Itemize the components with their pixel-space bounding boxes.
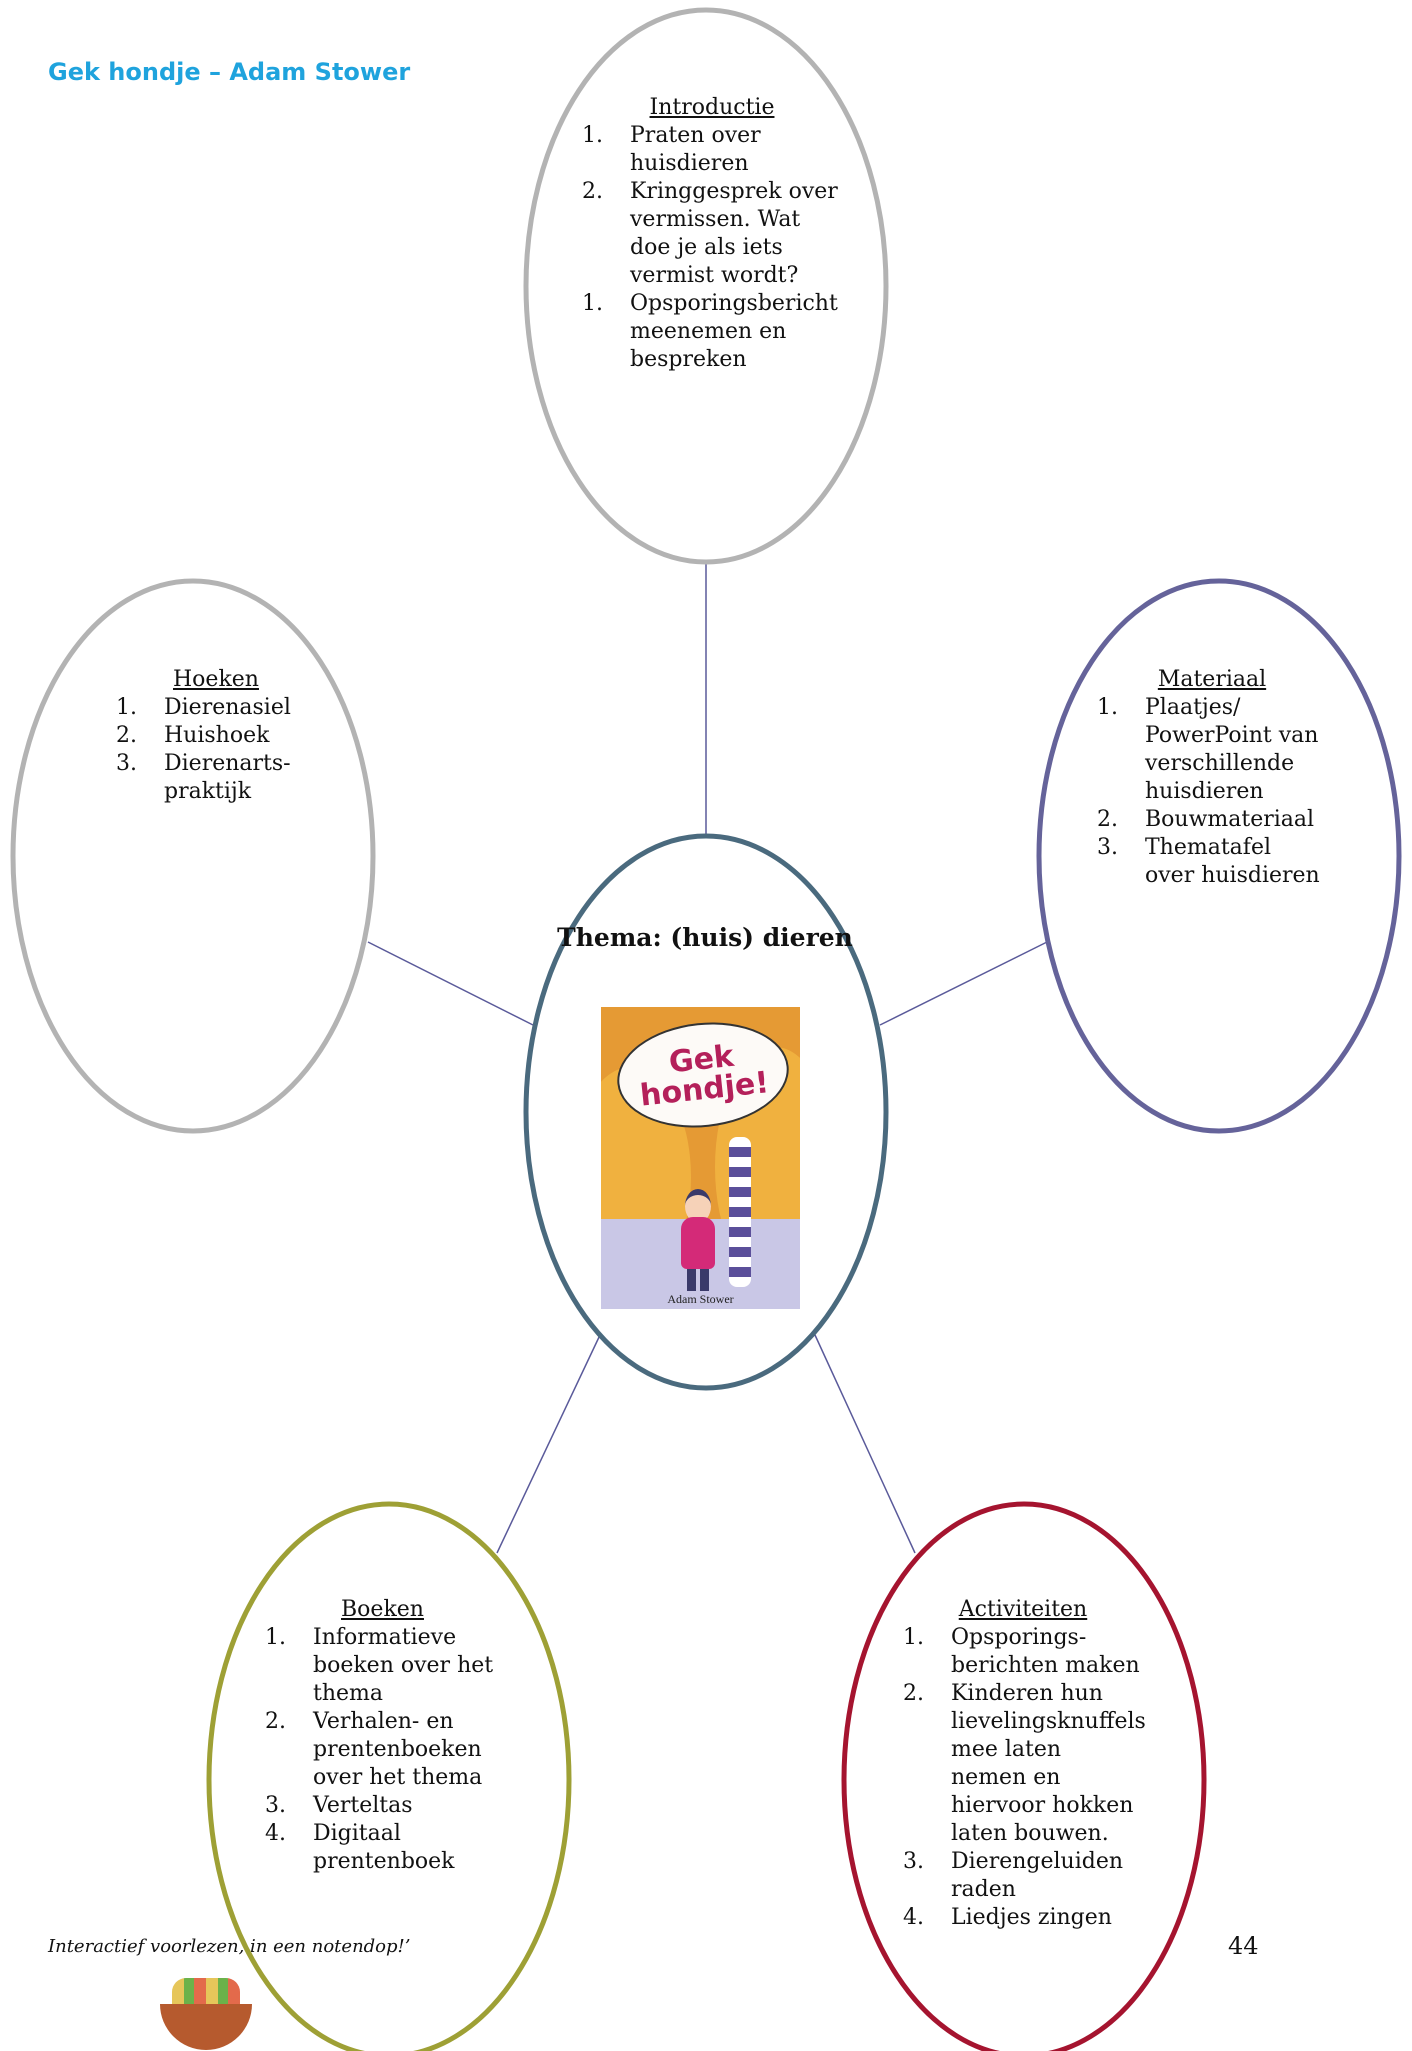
list-text: Dierengeluiden raden [951, 1849, 1124, 1902]
materiaal-text: Materiaal 1. Plaatjes/ PowerPoint van ver… [1097, 666, 1327, 890]
center-theme-title: Thema: (huis) dieren [557, 923, 853, 952]
list-item: 2. Verhalen- en prentenboeken over het th… [265, 1708, 500, 1792]
list-item: 3. Verteltas [265, 1792, 500, 1820]
hoeken-text: Hoeken 1. Dierenasiel 2. Huishoek 3. Dieren… [116, 666, 316, 806]
list-text: Bouwmateriaal [1145, 807, 1315, 832]
list-text: Opsporingsbericht meenemen en bespreken [630, 291, 838, 372]
list-number: 2. [582, 179, 603, 204]
cover-girl-body [681, 1217, 715, 1269]
hoeken-heading: Hoeken [173, 667, 259, 692]
cover-speech-text: Gek hondje! [638, 1038, 771, 1114]
list-text: Opsporings-berichten maken [951, 1625, 1140, 1678]
introductie-list: 1. Praten over huisdieren 2. Kringgesprek … [582, 122, 842, 374]
list-number: 1. [1097, 695, 1118, 720]
list-item: 1. Dierenasiel [116, 694, 316, 722]
boeken-text: Boeken 1. Informatieve boeken over het th… [265, 1596, 500, 1876]
connector-materiaal [879, 941, 1048, 1026]
list-number: 1. [582, 123, 603, 148]
list-number: 2. [116, 723, 137, 748]
list-text: Liedjes zingen [951, 1905, 1112, 1930]
bubble-introductie [523, 7, 889, 565]
list-number: 2. [903, 1681, 924, 1706]
activiteiten-list: 1. Opsporings-berichten maken 2. Kinderen … [903, 1624, 1146, 1932]
list-text: Praten over huisdieren [630, 123, 761, 176]
document-title: Gek hondje – Adam Stower [48, 58, 411, 86]
list-item: 3. Dierenarts-praktijk [116, 750, 291, 806]
bubble-activiteiten [841, 1501, 1207, 2051]
introductie-text: Introductie 1. Praten over huisdieren 2. K… [582, 94, 842, 374]
list-item: 1. Opsporings-berichten maken [903, 1624, 1143, 1680]
list-number: 3. [1097, 835, 1118, 860]
connector-activiteiten [814, 1334, 916, 1554]
list-item: 4. Liedjes zingen [903, 1904, 1143, 1932]
list-text: Huishoek [164, 723, 270, 748]
cover-author: Adam Stower [667, 1292, 734, 1306]
list-item: 2. Huishoek [116, 722, 316, 750]
list-text: Dierenasiel [164, 695, 291, 720]
introductie-heading: Introductie [649, 95, 775, 120]
bubble-boeken [206, 1501, 572, 2051]
page-number: 44 [1228, 1932, 1259, 1960]
list-item: 1. Informatieve boeken over het thema [265, 1624, 500, 1708]
materiaal-heading: Materiaal [1157, 667, 1267, 692]
boeken-list: 1. Informatieve boeken over het thema 2. V… [265, 1624, 500, 1876]
book-cover-image: Gek hondje! Adam Stower [601, 1007, 800, 1309]
list-item: 2. Kringgesprek over vermissen. Wat doe j… [582, 178, 842, 290]
list-number: 1. [903, 1625, 924, 1650]
list-text: Dierenarts-praktijk [164, 751, 291, 804]
connector-hoeken [367, 941, 534, 1026]
hoeken-list: 1. Dierenasiel 2. Huishoek 3. Dierenarts-pr… [116, 694, 316, 806]
cover-girl-legs [687, 1269, 709, 1291]
list-item: 1. Plaatjes/ PowerPoint van verschillende… [1097, 694, 1327, 806]
list-text: Verteltas [313, 1793, 413, 1818]
list-number: 4. [903, 1905, 924, 1930]
list-text: Verhalen- en prentenboeken over het them… [313, 1709, 483, 1790]
bubble-hoeken [10, 578, 376, 1134]
list-item: 2. Kinderen hun lievelingsknuffels mee la… [903, 1680, 1146, 1848]
list-number: 2. [1097, 807, 1118, 832]
materiaal-list: 1. Plaatjes/ PowerPoint van verschillende… [1097, 694, 1327, 890]
list-number: 1. [265, 1625, 286, 1650]
list-text: Digitaal prentenboek [313, 1821, 455, 1874]
list-number: 4. [265, 1821, 286, 1846]
connector-boeken [496, 1334, 601, 1554]
list-text: Plaatjes/ PowerPoint van verschillende h… [1145, 695, 1319, 804]
list-text: Kringgesprek over vermissen. Wat doe je … [630, 179, 838, 288]
bubble-center [523, 833, 889, 1391]
list-text: Thematafel over huisdieren [1145, 835, 1320, 888]
bubble-materiaal [1036, 578, 1402, 1134]
activiteiten-heading: Activiteiten [958, 1597, 1088, 1622]
activiteiten-text: Activiteiten 1. Opsporings-berichten make… [903, 1596, 1146, 1932]
list-number: 3. [116, 751, 137, 776]
list-number: 2. [265, 1709, 286, 1734]
list-text: Kinderen hun lievelingsknuffels mee late… [951, 1681, 1146, 1846]
list-item: 1. Praten over huisdieren [582, 122, 842, 178]
list-item: 3. Thematafel over huisdieren [1097, 834, 1327, 890]
logo-pot [160, 2004, 252, 2050]
boeken-heading: Boeken [341, 1597, 424, 1622]
list-item: 2. Bouwmateriaal [1097, 806, 1327, 834]
cover-scarf [729, 1137, 751, 1287]
list-item: 4. Digitaal prentenboek [265, 1820, 500, 1876]
list-number: 1. [116, 695, 137, 720]
book-basket-logo-icon [160, 1978, 252, 2050]
list-item: 3. Dierengeluiden raden [903, 1848, 1143, 1904]
list-number: 1. [582, 291, 603, 316]
list-item: 1. Opsporingsbericht meenemen en bespreke… [582, 290, 842, 374]
list-number: 3. [903, 1849, 924, 1874]
list-number: 3. [265, 1793, 286, 1818]
list-text: Informatieve boeken over het thema [313, 1625, 494, 1706]
footer-text: Interactief voorlezen, in een notendop!’ [48, 1936, 411, 1957]
